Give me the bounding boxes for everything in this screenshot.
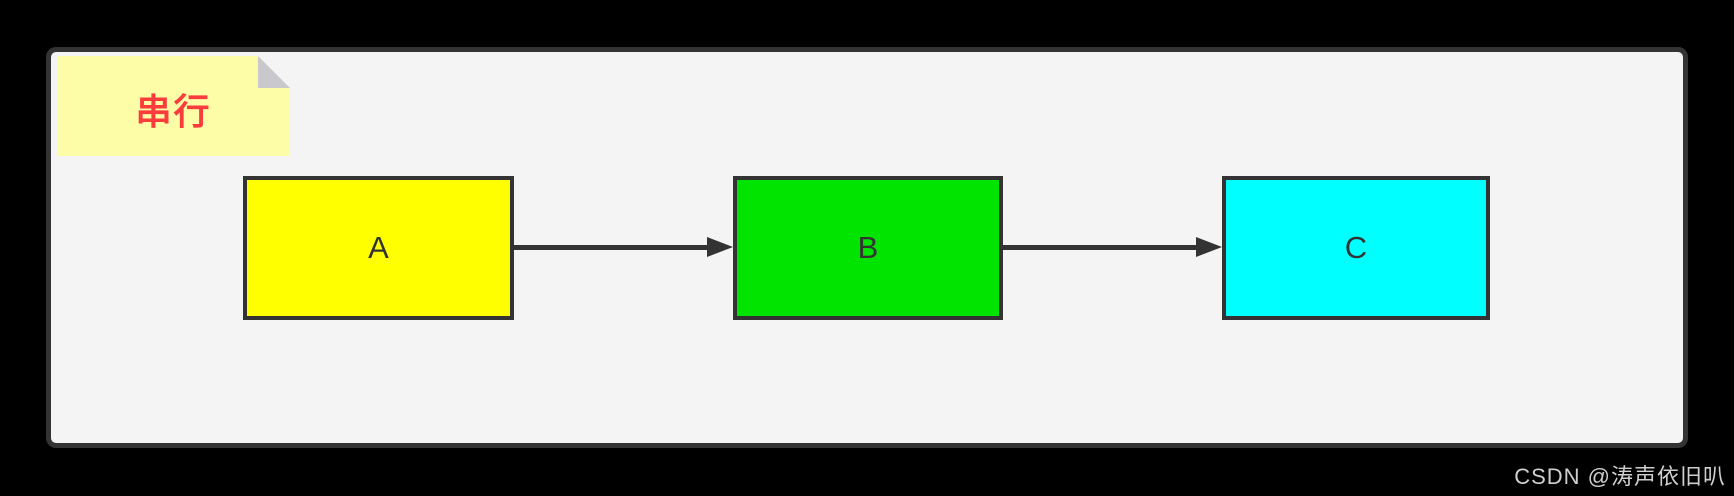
edge-a-to-b-line: [514, 245, 709, 250]
node-b: B: [733, 176, 1003, 320]
node-a: A: [243, 176, 514, 320]
sticky-note-paper: 串行: [57, 56, 290, 156]
sticky-note-fold-corner: [258, 56, 290, 88]
node-c: C: [1222, 176, 1490, 320]
node-a-label: A: [368, 230, 389, 265]
edge-b-to-c-line: [1003, 245, 1198, 250]
csdn-watermark: CSDN @涛声依旧叭: [1514, 464, 1726, 489]
edge-a-to-b-arrowhead-icon: [707, 237, 733, 257]
node-c-label: C: [1344, 230, 1368, 265]
sticky-note: 串行: [57, 56, 290, 156]
sticky-note-label: 串行: [135, 91, 212, 132]
node-b-label: B: [857, 230, 879, 265]
edge-b-to-c-arrowhead-icon: [1196, 237, 1222, 257]
